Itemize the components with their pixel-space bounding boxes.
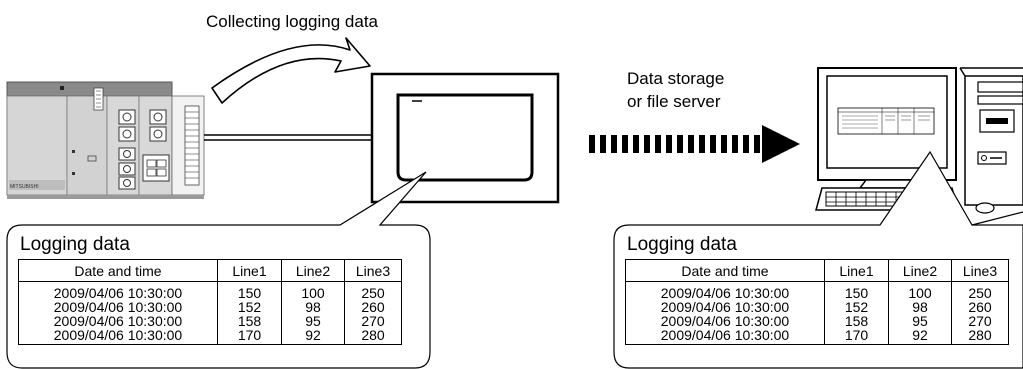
table-cell: 270: [344, 314, 402, 328]
table-row: 2009/04/06 10:30:00 152 98 260: [18, 300, 402, 314]
table-row: 2009/04/06 10:30:00 158 95 270: [625, 314, 1009, 328]
table-cell: 2009/04/06 10:30:00: [625, 328, 825, 345]
table-cell: 152: [217, 300, 282, 314]
table-cell: 150: [217, 281, 282, 300]
table-cell: 2009/04/06 10:30:00: [625, 314, 825, 328]
table-cell: 95: [888, 314, 952, 328]
table-header-row: Date and time Line1 Line2 Line3: [625, 259, 1009, 282]
table-cell: 280: [951, 328, 1009, 345]
table-cell: 98: [281, 300, 345, 314]
right-callout-title: Logging data: [627, 234, 737, 255]
table-cell: 98: [888, 300, 952, 314]
hmi-panel-icon: [370, 72, 560, 204]
storage-label-line2: or file server: [627, 92, 721, 111]
column-header: Line2: [888, 259, 952, 282]
table-cell: 260: [344, 300, 402, 314]
table-header-row: Date and time Line1 Line2 Line3: [18, 259, 402, 282]
connection-cable: [204, 134, 372, 141]
table-cell: 170: [824, 328, 889, 345]
column-header: Line1: [824, 259, 889, 282]
table-cell: 158: [217, 314, 282, 328]
left-callout-title: Logging data: [20, 234, 130, 255]
table-cell: 2009/04/06 10:30:00: [625, 300, 825, 314]
table-row: 2009/04/06 10:30:00 170 92 280: [18, 328, 402, 345]
column-header: Date and time: [625, 259, 825, 282]
table-cell: 2009/04/06 10:30:00: [18, 300, 218, 314]
table-cell: 150: [824, 281, 889, 300]
table-cell: 250: [951, 281, 1009, 300]
storage-label-line1: Data storage: [627, 69, 725, 88]
table-cell: 100: [888, 281, 952, 300]
table-cell: 250: [344, 281, 402, 300]
table-cell: 2009/04/06 10:30:00: [18, 328, 218, 345]
collecting-arrow-icon: [211, 37, 371, 104]
column-header: Line2: [281, 259, 345, 282]
table-row: 2009/04/06 10:30:00 150 100 250: [625, 281, 1009, 300]
column-header: Date and time: [18, 259, 218, 282]
plc-brand-text: MITSUBISHI: [10, 184, 39, 190]
table-row: 2009/04/06 10:30:00 152 98 260: [625, 300, 1009, 314]
table-cell: 170: [217, 328, 282, 345]
table-cell: 2009/04/06 10:30:00: [18, 314, 218, 328]
right-logging-table: Date and time Line1 Line2 Line3 2009/04/…: [625, 259, 1009, 345]
table-cell: 92: [281, 328, 345, 345]
table-cell: 95: [281, 314, 345, 328]
table-cell: 152: [824, 300, 889, 314]
table-cell: 100: [281, 281, 345, 300]
table-cell: 2009/04/06 10:30:00: [625, 281, 825, 300]
table-cell: 270: [951, 314, 1009, 328]
table-cell: 280: [344, 328, 402, 345]
table-row: 2009/04/06 10:30:00 170 92 280: [625, 328, 1009, 345]
left-logging-table: Date and time Line1 Line2 Line3 2009/04/…: [18, 259, 402, 345]
table-row: 2009/04/06 10:30:00 158 95 270: [18, 314, 402, 328]
column-header: Line3: [344, 259, 402, 282]
table-cell: 158: [824, 314, 889, 328]
column-header: Line3: [951, 259, 1009, 282]
table-cell: 260: [951, 300, 1009, 314]
table-row: 2009/04/06 10:30:00 150 100 250: [18, 281, 402, 300]
transfer-arrow-icon: [589, 125, 800, 163]
table-cell: 92: [888, 328, 952, 345]
table-cell: 2009/04/06 10:30:00: [18, 281, 218, 300]
plc-rack-icon: MITSUBISHI: [6, 81, 205, 199]
collecting-label: Collecting logging data: [206, 12, 379, 31]
column-header: Line1: [217, 259, 282, 282]
